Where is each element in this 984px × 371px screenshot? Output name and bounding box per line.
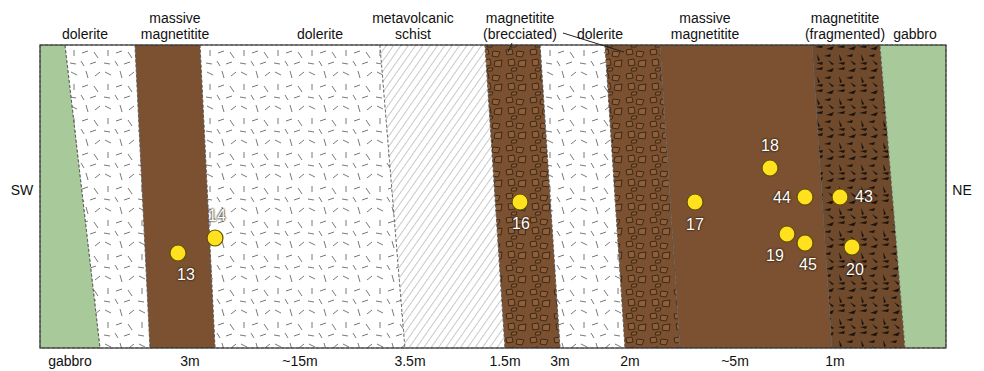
sample-dots	[170, 160, 860, 261]
unit-name: magnetitite (brecciated)	[472, 10, 568, 42]
rock-unit: metavolcanic schist 3.5m	[350, 0, 473, 371]
rock-unit: 2m	[570, 0, 690, 371]
rock-unit: magnetitite (fragmented) 1m	[775, 0, 905, 371]
unit-name: gabbro	[860, 26, 970, 42]
dolerite-band	[200, 45, 405, 348]
thickness-label: 3m	[550, 353, 569, 369]
unit-name: dolerite	[30, 26, 140, 42]
sample-number: 17	[686, 216, 704, 234]
unit-name: metavolcanic schist	[363, 10, 463, 42]
sample-number: 45	[799, 256, 817, 274]
rock-unit: massive magnetitite ~5m	[645, 0, 795, 371]
thickness-label: 3m	[180, 353, 199, 369]
rock-unit: dolerite 3m	[500, 0, 660, 371]
sample-number: 14	[208, 207, 226, 225]
sample-number: 18	[761, 137, 779, 155]
section-frame	[40, 45, 946, 348]
thickness-label: 1m	[825, 353, 844, 369]
rock-unit: magnetitite (brecciated) 1.5m	[445, 0, 580, 371]
rock-unit: dolerite ~15m	[240, 0, 380, 371]
sample-number: 43	[855, 188, 873, 206]
gabbro-band	[880, 45, 946, 348]
direction-label: SW	[11, 181, 34, 199]
thickness-label: ~15m	[282, 353, 317, 369]
thickness-label: gabbro	[48, 353, 92, 369]
sample-number: 20	[846, 261, 864, 279]
unit-name: massive magnetitite	[660, 10, 750, 42]
leader-lines	[508, 33, 624, 52]
thickness-label: 3.5m	[394, 353, 425, 369]
sample-number: 19	[766, 247, 784, 265]
unit-name: dolerite	[545, 26, 655, 42]
thickness-label: 2m	[620, 353, 639, 369]
schist-band	[380, 45, 505, 348]
sample-number: 13	[177, 266, 195, 284]
thickness-label: ~5m	[721, 353, 749, 369]
unit-name: magnetitite (fragmented)	[800, 10, 890, 42]
magnetitite-band	[660, 45, 832, 348]
direction-label: NE	[952, 181, 971, 199]
rock-unit: dolerite	[25, 0, 145, 371]
sample-number: 44	[773, 189, 791, 207]
sample-number: 16	[512, 215, 530, 233]
unit-name: massive magnetitite	[130, 10, 220, 42]
thickness-label: 1.5m	[489, 353, 520, 369]
unit-name: dolerite	[265, 26, 375, 42]
rock-unit: massive magnetitite 3m	[115, 0, 250, 371]
